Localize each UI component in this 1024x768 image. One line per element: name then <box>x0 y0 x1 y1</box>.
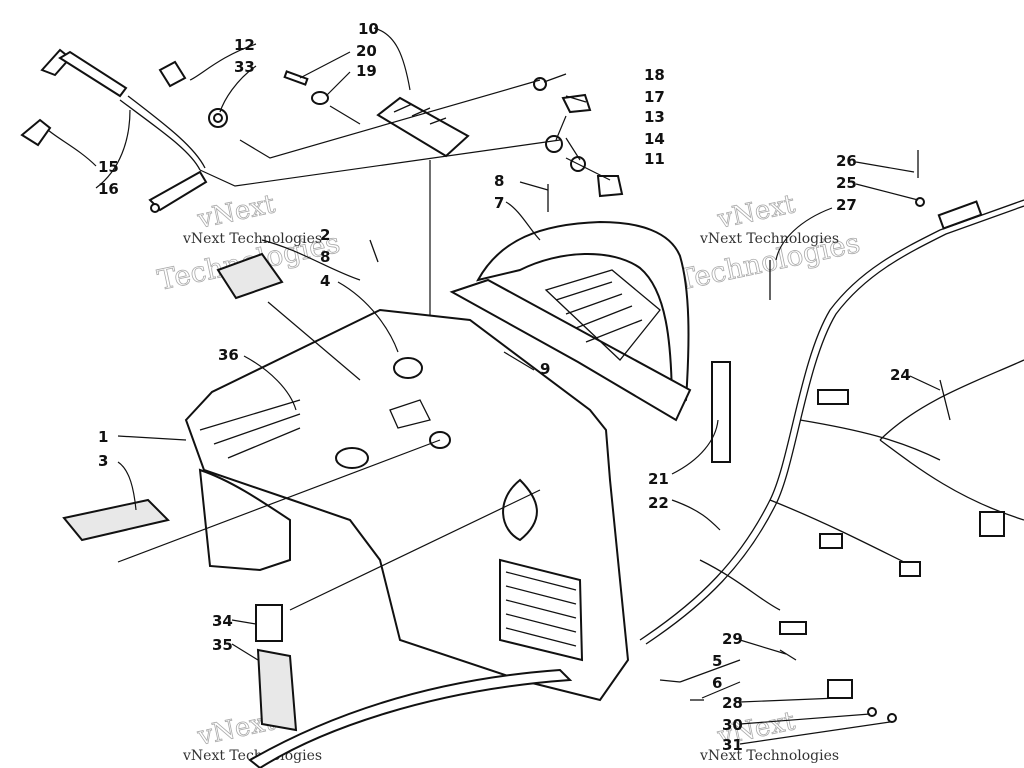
callout-3: 3 <box>98 452 108 470</box>
callout-12: 12 <box>234 36 255 54</box>
watermark-top-right: vNext Technologies vNext Technologies <box>674 189 863 297</box>
callout-26: 26 <box>836 152 857 170</box>
callout-33: 33 <box>234 58 255 76</box>
svg-text:vNext: vNext <box>194 189 278 235</box>
callout-13: 13 <box>644 108 665 126</box>
callout-21: 21 <box>648 470 669 488</box>
callout-5: 5 <box>712 652 722 670</box>
callout-1: 1 <box>98 428 108 446</box>
callout-19: 19 <box>356 62 377 80</box>
callout-9: 9 <box>540 360 550 378</box>
callout-6: 6 <box>712 674 722 692</box>
callout-22: 22 <box>648 494 669 512</box>
callout-leaders <box>47 27 941 745</box>
svg-text:vNext: vNext <box>714 189 798 235</box>
callout-27: 27 <box>836 196 857 214</box>
ignition-switch-assembly <box>158 60 329 128</box>
callout-8b: 8 <box>494 172 504 190</box>
callout-31: 31 <box>722 736 743 754</box>
switch-cluster-right <box>533 77 624 198</box>
svg-text:vNext Technologies: vNext Technologies <box>699 748 839 764</box>
svg-text:vNext Technologies: vNext Technologies <box>699 231 839 247</box>
callout-10: 10 <box>358 20 379 38</box>
callout-20: 20 <box>356 42 377 60</box>
front-bumper-rail <box>248 668 573 768</box>
gauge-panel <box>376 96 470 158</box>
callout-4: 4 <box>320 272 330 290</box>
callout-labels: 1 3 2 8 4 5 6 8 7 9 10 11 12 13 14 15 16… <box>98 20 911 754</box>
callout-36: 36 <box>218 346 239 364</box>
callout-25: 25 <box>836 174 857 192</box>
watermark-bottom-right: vNext vNext Technologies <box>699 706 839 764</box>
callout-28: 28 <box>722 694 743 712</box>
callout-34: 34 <box>212 612 233 630</box>
callout-14: 14 <box>644 130 665 148</box>
vent-grille <box>499 558 584 662</box>
callout-30: 30 <box>722 716 743 734</box>
callout-2: 2 <box>320 226 330 244</box>
callout-16: 16 <box>98 180 119 198</box>
callout-11: 11 <box>644 150 665 168</box>
callout-35: 35 <box>212 636 233 654</box>
svg-text:vNext Technologies: vNext Technologies <box>182 231 322 247</box>
callout-15: 15 <box>98 158 119 176</box>
wiring-harness <box>639 199 1024 699</box>
callout-17: 17 <box>644 88 665 106</box>
callout-7: 7 <box>494 194 504 212</box>
throttle-cable-assembly <box>20 48 208 213</box>
callout-29: 29 <box>722 630 743 648</box>
cowl <box>449 220 692 422</box>
callout-8a: 8 <box>320 248 330 266</box>
callout-18: 18 <box>644 66 665 84</box>
decal-panel <box>62 252 298 732</box>
callout-24: 24 <box>890 366 911 384</box>
